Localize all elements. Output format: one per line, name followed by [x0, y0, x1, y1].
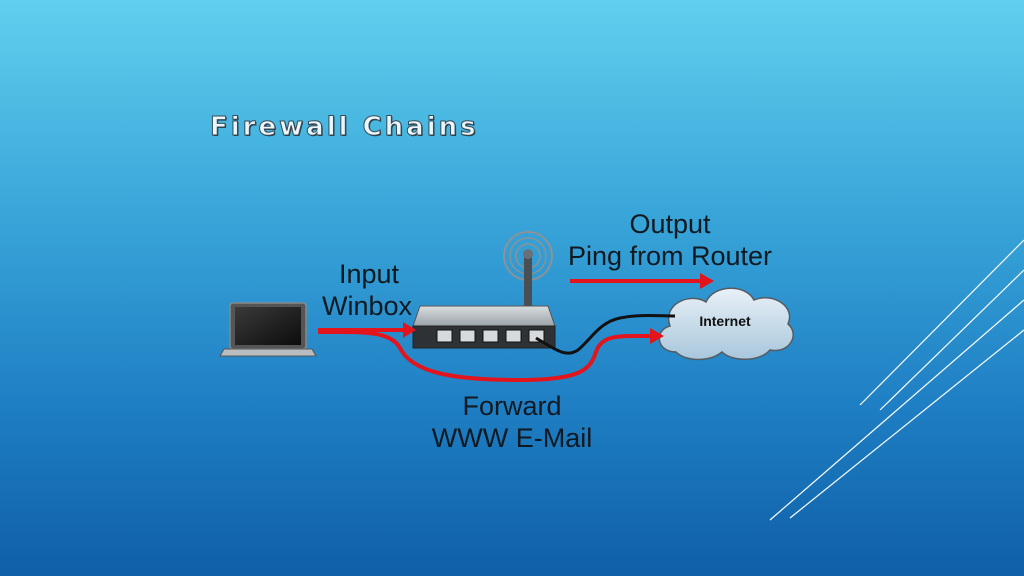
- router-icon: [412, 305, 556, 349]
- antenna-icon: [503, 231, 553, 308]
- input-arrow-head: [403, 322, 416, 338]
- output-arrow-head: [700, 273, 714, 289]
- output-label: Output Ping from Router: [548, 208, 792, 272]
- forward-arrow: [317, 329, 653, 383]
- input-label: Input Winbox: [318, 258, 428, 322]
- slide-title: Firewall Chains: [210, 112, 479, 143]
- decorative-lines: [769, 239, 1024, 521]
- output-label-title: Output: [629, 209, 711, 239]
- network-cables: [535, 314, 676, 355]
- laptop-icon: [219, 302, 317, 357]
- internet-label: Internet: [699, 313, 751, 329]
- forward-label: Forward WWW E-Mail: [412, 390, 612, 454]
- forward-label-example: WWW E-Mail: [431, 423, 593, 453]
- forward-label-title: Forward: [462, 391, 562, 421]
- chain-arrows: [317, 273, 714, 383]
- forward-arrow-head: [650, 328, 664, 344]
- input-label-example: Winbox: [321, 291, 413, 321]
- internet-cloud-icon: [658, 287, 794, 361]
- output-label-example: Ping from Router: [567, 241, 773, 271]
- input-label-title: Input: [338, 259, 400, 289]
